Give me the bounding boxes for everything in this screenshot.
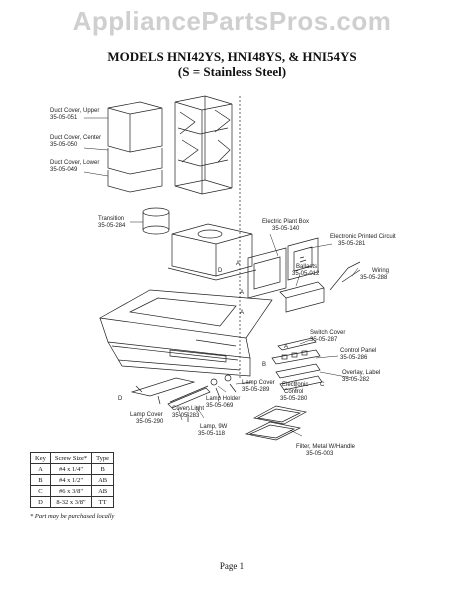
table-cell: A bbox=[30, 463, 51, 475]
table-header-type: Type bbox=[91, 452, 115, 464]
control-assembly-drawing bbox=[271, 337, 323, 391]
label-pcb: Electronic Printed Circuit bbox=[330, 234, 396, 240]
label-ballasts: Ballasts bbox=[296, 264, 317, 270]
table-cell: #4 x 1/4" bbox=[49, 463, 93, 475]
page-number: Page 1 bbox=[219, 561, 245, 571]
svg-text:D: D bbox=[218, 268, 223, 274]
table-cell: AB bbox=[91, 474, 115, 486]
table-row: B #4 x 1/2" AB bbox=[30, 474, 115, 486]
label-lamp-cover-right: Lamp Cover bbox=[242, 380, 275, 386]
table-cell: #4 x 1/2" bbox=[49, 474, 93, 486]
leader-lines bbox=[83, 117, 359, 437]
label-switch-cover: Switch Cover bbox=[310, 330, 345, 336]
table-cell: D bbox=[30, 496, 51, 508]
label-lamp-cover-left: Lamp Cover bbox=[130, 412, 163, 418]
svg-text:D: D bbox=[118, 396, 123, 402]
blower-box-drawing bbox=[167, 223, 257, 281]
label-overlay: Overlay, Label bbox=[342, 370, 380, 376]
plant-box-drawing bbox=[247, 237, 361, 313]
table-header-screw-size: Screw Size* bbox=[49, 452, 93, 464]
screw-keys: A A A A D C B D bbox=[118, 261, 325, 402]
title-line-2: (S = Stainless Steel) bbox=[177, 64, 287, 79]
table-header-row: Key Screw Size* Type bbox=[30, 452, 115, 464]
table-row: D 8-32 x 3/8" TT bbox=[30, 496, 115, 508]
table-row: C #6 x 3/8" AB bbox=[30, 485, 115, 497]
hood-body-drawing bbox=[98, 289, 273, 377]
table-cell: B bbox=[30, 474, 51, 486]
table-cell: #6 x 3/8" bbox=[49, 485, 93, 497]
table-header-key: Key bbox=[30, 452, 51, 464]
watermark: AppliancePartsPros.com bbox=[72, 6, 392, 36]
svg-text:A: A bbox=[240, 290, 244, 296]
frame-tower-drawing bbox=[174, 95, 241, 380]
table-row: A #4 x 1/4" B bbox=[30, 463, 115, 475]
svg-text:C: C bbox=[320, 382, 325, 388]
table-cell: AB bbox=[91, 485, 115, 497]
table-cell: 8-32 x 3/8" bbox=[49, 496, 93, 508]
label-electronic-control: Electronic bbox=[282, 382, 308, 388]
screw-key-table: Key Screw Size* Type A #4 x 1/4" B B #4 … bbox=[30, 452, 115, 508]
label-duct-lower: Duct Cover, Lower bbox=[50, 160, 99, 166]
label-filter: Filter, Metal W/Handle bbox=[296, 444, 356, 450]
duct-covers-drawing bbox=[107, 101, 163, 193]
transition-drawing bbox=[142, 207, 170, 235]
title-line-1: MODELS HNI42YS, HNI48YS, & HNI54YS bbox=[107, 49, 357, 64]
svg-text:A: A bbox=[240, 310, 244, 316]
svg-text:A: A bbox=[236, 261, 240, 267]
label-transition: Transition bbox=[98, 216, 124, 222]
label-control-panel: Control Panel bbox=[340, 348, 376, 354]
label-cover-light: Cover, Light bbox=[172, 406, 204, 412]
footnote: * Part may be purchased locally bbox=[30, 513, 115, 520]
svg-text:A: A bbox=[284, 344, 288, 350]
label-lamp: Lamp, 9W bbox=[200, 424, 228, 430]
label-plant-box: Electric Plant Box bbox=[262, 219, 309, 225]
filters-drawing bbox=[244, 405, 308, 441]
label-duct-upper: Duct Cover, Upper bbox=[50, 108, 99, 114]
label-wiring: Wiring bbox=[372, 268, 389, 274]
label-duct-center: Duct Cover, Center bbox=[50, 135, 101, 141]
table-cell: TT bbox=[91, 496, 115, 508]
table-cell: C bbox=[30, 485, 51, 497]
svg-text:B: B bbox=[262, 362, 266, 368]
lamp-parts-drawing bbox=[130, 374, 237, 422]
label-lamp-holder: Lamp Holder bbox=[206, 396, 240, 402]
table-cell: B bbox=[91, 463, 115, 475]
